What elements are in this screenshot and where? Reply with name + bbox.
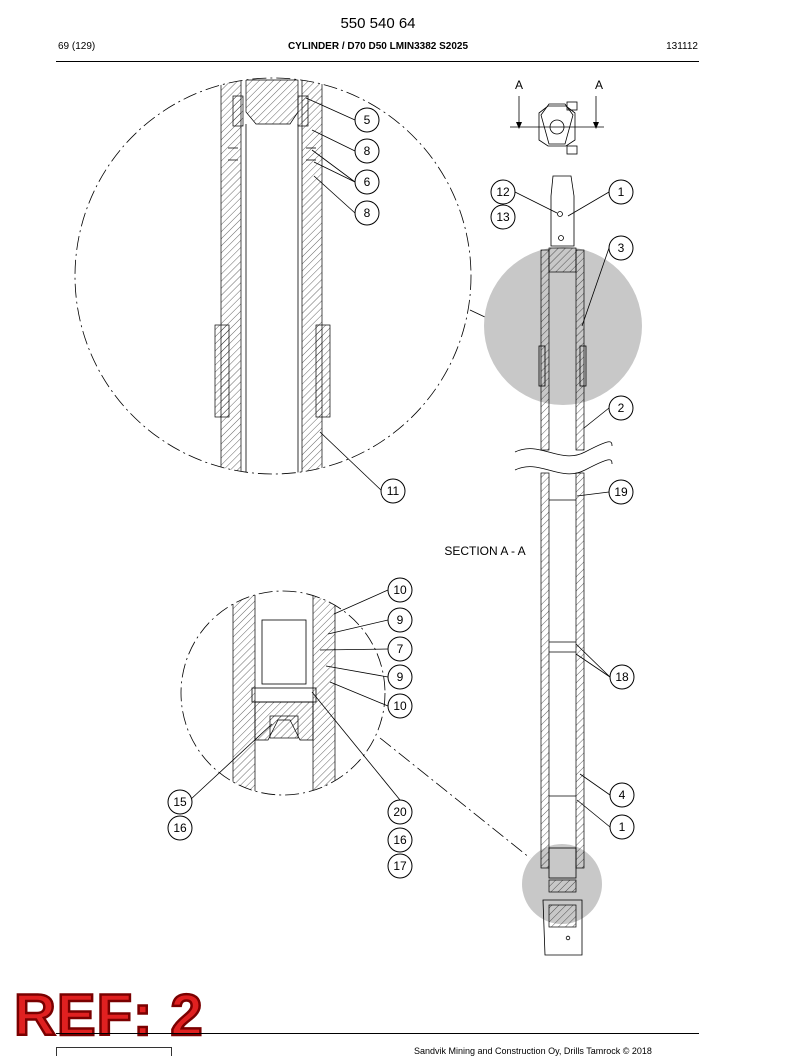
svg-text:13: 13	[496, 210, 510, 224]
footer-rule	[56, 1033, 699, 1034]
end-view	[510, 96, 604, 155]
callout-4: 4	[609, 782, 635, 808]
view-letter-a-right: A	[595, 78, 603, 92]
callout-12: 12	[490, 179, 516, 205]
detail-view-bottom	[180, 590, 531, 859]
document-title: CYLINDER / D70 D50 LMIN3382 S2025	[287, 41, 469, 52]
callout-8: 8	[354, 200, 380, 226]
svg-text:17: 17	[393, 859, 407, 873]
logo-strip	[56, 1047, 172, 1056]
callout-16: 16	[387, 827, 413, 853]
callout-19: 19	[608, 479, 634, 505]
section-label: SECTION A - A	[444, 544, 525, 558]
callout-17: 17	[387, 853, 413, 879]
view-letter-a-left: A	[515, 78, 523, 92]
callout-8: 8	[354, 138, 380, 164]
header-rule	[56, 61, 699, 62]
svg-text:8: 8	[364, 206, 371, 220]
callout-18: 18	[609, 664, 635, 690]
callout-20: 20	[387, 799, 413, 825]
cylinder-section	[484, 175, 642, 956]
callout-13: 13	[490, 204, 516, 230]
document-number: 550 540 64	[340, 15, 416, 32]
svg-text:2: 2	[618, 401, 625, 415]
svg-text:4: 4	[619, 788, 626, 802]
svg-text:18: 18	[615, 670, 629, 684]
svg-text:5: 5	[364, 113, 371, 127]
svg-text:6: 6	[364, 175, 371, 189]
callout-1: 1	[608, 179, 634, 205]
svg-text:12: 12	[496, 185, 510, 199]
svg-text:20: 20	[393, 805, 407, 819]
callout-3: 3	[608, 235, 634, 261]
callout-10: 10	[387, 577, 413, 603]
detail-view-top	[74, 77, 488, 475]
svg-text:9: 9	[397, 613, 404, 627]
callout-9: 9	[387, 607, 413, 633]
callout-5: 5	[354, 107, 380, 133]
callout-7: 7	[387, 636, 413, 662]
page-count: 69 (129)	[58, 41, 96, 52]
callout-16: 16	[167, 815, 193, 841]
svg-text:7: 7	[397, 642, 404, 656]
ref-stamp: REF: 2	[13, 983, 204, 1048]
svg-text:19: 19	[614, 485, 628, 499]
callout-11: 11	[380, 478, 406, 504]
svg-text:1: 1	[618, 185, 625, 199]
callout-2: 2	[608, 395, 634, 421]
callout-6: 6	[354, 169, 380, 195]
svg-text:3: 3	[618, 241, 625, 255]
svg-text:8: 8	[364, 144, 371, 158]
svg-text:16: 16	[393, 833, 407, 847]
callout-10: 10	[387, 693, 413, 719]
callout-15: 15	[167, 789, 193, 815]
date-code: 131112	[666, 41, 698, 52]
footer-copyright: Sandvik Mining and Construction Oy, Dril…	[414, 1046, 652, 1056]
callout-1: 1	[609, 814, 635, 840]
svg-text:10: 10	[393, 699, 407, 713]
svg-text:16: 16	[173, 821, 187, 835]
svg-text:10: 10	[393, 583, 407, 597]
svg-text:15: 15	[173, 795, 187, 809]
callout-9: 9	[387, 664, 413, 690]
svg-text:1: 1	[619, 820, 626, 834]
svg-text:9: 9	[397, 670, 404, 684]
leader-lines	[189, 97, 611, 828]
svg-text:11: 11	[387, 484, 400, 498]
